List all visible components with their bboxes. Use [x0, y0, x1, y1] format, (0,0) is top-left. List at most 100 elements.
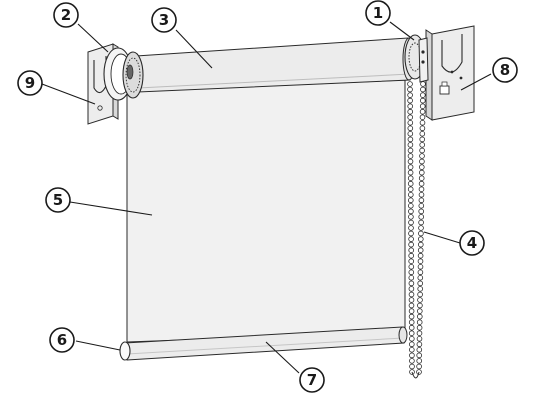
chain-bead [417, 291, 423, 298]
chain-bead [407, 103, 414, 109]
chain-bead [407, 120, 414, 126]
idle-end-plug [103, 47, 144, 101]
callout-6: 6 [49, 327, 75, 353]
chain-bead [417, 236, 424, 242]
chain-bead [407, 164, 414, 170]
chain-bead [407, 92, 413, 98]
chain-bead [416, 308, 423, 314]
callout-label-1: 1 [373, 4, 383, 22]
callout-circle-9 [17, 70, 43, 96]
chain-bead [408, 225, 414, 231]
chain-bead [417, 263, 424, 270]
chain-bead [408, 252, 415, 259]
chain-bead [407, 197, 414, 204]
chain-bead [417, 247, 424, 254]
leader-line-8 [460, 73, 492, 91]
callout-circle-1 [365, 0, 391, 26]
callout-2: 2 [53, 2, 79, 28]
chain-bead [408, 291, 415, 298]
chain-bead [408, 335, 415, 342]
chain-loop [411, 371, 420, 379]
chain-bead [408, 208, 414, 215]
chain-bead [416, 319, 423, 326]
chain-bead [417, 297, 423, 303]
callout-circle-8 [492, 57, 518, 83]
chain-bead [407, 131, 414, 137]
chain-bead [407, 81, 413, 87]
chain-bead [408, 346, 415, 353]
chain-bead [407, 97, 413, 104]
chain-bead [409, 352, 415, 359]
chain-bead [419, 153, 425, 159]
chain-bead [407, 108, 414, 115]
chain-bead [408, 236, 414, 242]
chain-bead [419, 136, 426, 143]
leader-lines [41, 21, 492, 374]
chain-bead [418, 180, 425, 187]
callout-1: 1 [365, 0, 391, 26]
chain-bead [418, 175, 425, 182]
chain-bead [419, 131, 426, 137]
chain-bead [408, 319, 415, 326]
callout-label-6: 6 [57, 331, 67, 349]
callout-label-2: 2 [61, 6, 71, 24]
chain-bead [419, 92, 426, 98]
chain-bead [416, 346, 423, 353]
chain-bead [418, 219, 424, 226]
chain-bead [418, 164, 425, 170]
chain-bead [409, 358, 415, 364]
chain-bead [407, 158, 414, 165]
callout-8: 8 [492, 57, 518, 83]
chain-bead [408, 230, 414, 237]
chain-bead [416, 352, 423, 359]
chain-bead [416, 324, 423, 331]
chain-bead [419, 158, 425, 165]
leader-line-9 [41, 83, 96, 105]
chain-bead [408, 247, 415, 254]
chain-bead [408, 219, 414, 226]
chain-bead [417, 286, 424, 292]
chain-bead [407, 142, 414, 148]
chain-bead [407, 114, 414, 120]
callout-9: 9 [17, 70, 43, 96]
chain-bead [408, 280, 415, 287]
chain-bead [419, 147, 425, 154]
chain-bead [408, 297, 415, 303]
chain-bead [407, 147, 414, 154]
leader-line-7 [265, 341, 300, 374]
leader-line-1 [389, 21, 415, 41]
leader-line-2 [77, 23, 109, 53]
right-bracket [425, 25, 475, 121]
chain-bead [417, 274, 424, 281]
callout-circle-4 [459, 230, 485, 256]
chain-bead [418, 169, 425, 176]
chain-bead [408, 263, 415, 270]
chain-bead [408, 330, 415, 337]
chain-bead [407, 86, 413, 93]
chain-bead [407, 169, 414, 176]
chain-bead [407, 192, 414, 198]
chain-bead [419, 103, 426, 109]
callout-3: 3 [151, 7, 177, 33]
callout-label-9: 9 [25, 74, 35, 92]
chain-bead [419, 108, 426, 115]
chain-bead [418, 225, 424, 231]
callout-4: 4 [459, 230, 485, 256]
chain-bead [408, 214, 414, 220]
chain-bead [408, 241, 414, 248]
callout-circle-6 [49, 327, 75, 353]
chain-bead [417, 269, 424, 276]
bead-chain [407, 81, 426, 379]
leader-line-5 [69, 201, 153, 216]
chain-bead [419, 125, 426, 132]
chain-bead [408, 324, 415, 331]
callout-circle-7 [299, 367, 325, 393]
leader-line-4 [423, 231, 461, 244]
chain-bead [416, 313, 423, 320]
callout-circle-3 [151, 7, 177, 33]
callout-5: 5 [45, 187, 71, 213]
chain-bead [407, 175, 414, 182]
chain-bead [418, 230, 424, 237]
chain-bead [408, 258, 415, 265]
chain-bead [418, 208, 425, 215]
